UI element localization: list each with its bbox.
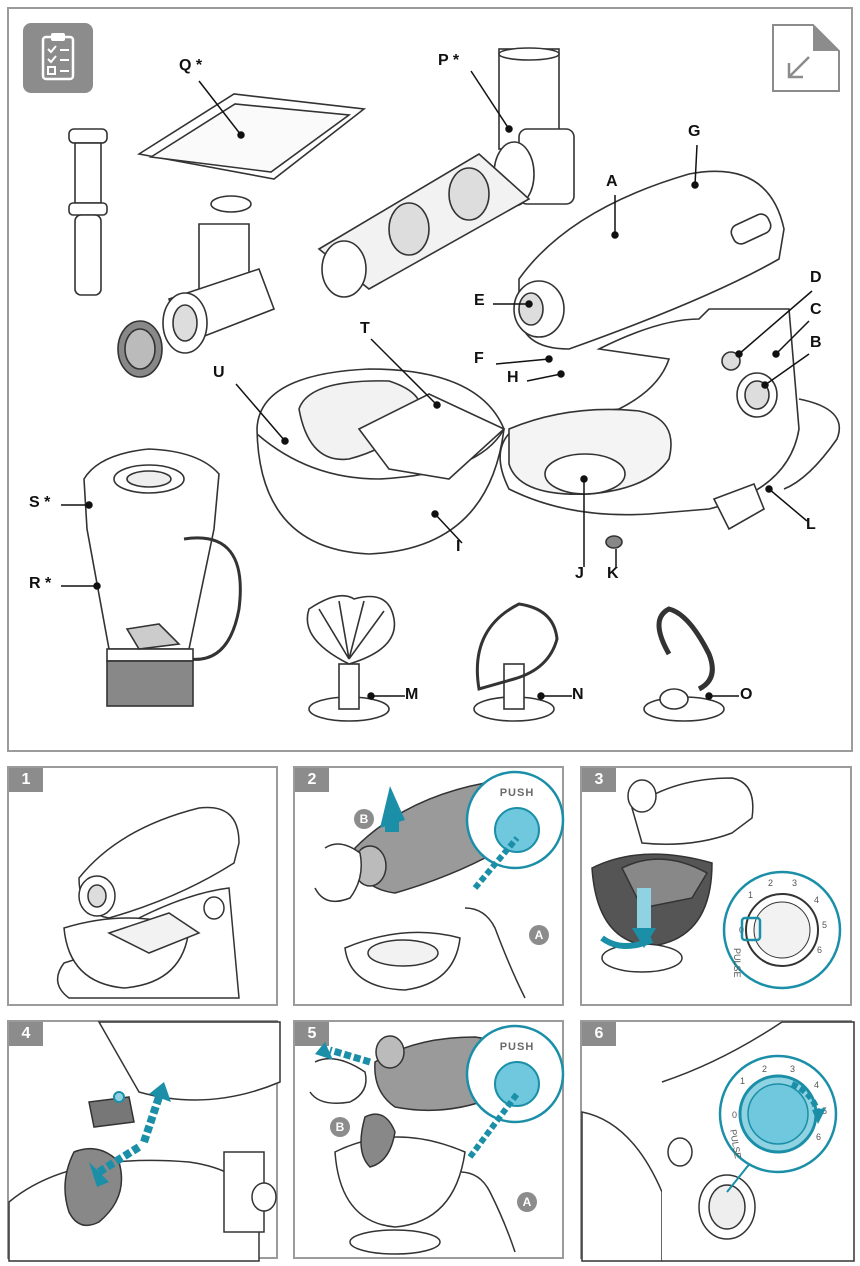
step-number: 1 [9,768,43,792]
label-h: H [507,369,519,386]
svg-text:3: 3 [790,1064,795,1074]
label-u: U [213,364,225,381]
step-number: 6 [582,1022,616,1046]
overview-panel: Q * P * G A D E C T B F H U S * L I J K … [7,7,853,752]
label-o: O [740,686,753,703]
callout-a: A [535,928,544,942]
label-m: M [405,686,419,703]
svg-text:5: 5 [822,1106,827,1116]
label-c: C [810,301,822,318]
label-j: J [575,565,584,582]
blender-jug [83,448,242,707]
clipboard-checklist-icon [23,23,93,93]
step-1-illustration [56,806,240,999]
push-label: PUSH [500,1041,535,1053]
label-r: R * [29,575,52,592]
step-number: 5 [295,1022,329,1046]
svg-text:3: 3 [792,878,797,888]
label-f: F [474,350,484,367]
step-5-panel: 5 B PUSH A [293,1020,565,1259]
label-p: P * [438,52,460,69]
step-4-illustration [8,1021,281,1262]
label-s: S * [29,494,51,511]
mixing-bowl [256,368,506,555]
push-label: PUSH [500,787,535,799]
callout-a: A [523,1195,532,1209]
step-number: 4 [9,1022,43,1046]
appliance-overview-illustration [61,47,841,722]
label-b: B [810,334,822,351]
svg-text:4: 4 [814,1080,819,1090]
svg-text:PULSE: PULSE [732,948,742,978]
step-2-illustration: B PUSH A [314,770,565,999]
grater-attachment [317,47,575,298]
label-a: A [606,173,618,190]
svg-text:6: 6 [817,945,822,955]
food-pusher [68,128,108,296]
callout-b: B [336,1120,345,1134]
label-t: T [360,320,370,337]
step-number: 3 [582,768,616,792]
step-4-panel: 4 [7,1020,281,1262]
svg-text:6: 6 [816,1132,821,1142]
svg-text:5: 5 [822,920,827,930]
label-d: D [810,269,822,286]
label-k: K [607,565,619,582]
dough-hook-attachment [643,606,725,722]
label-i: I [456,538,461,555]
svg-text:1: 1 [740,1076,745,1086]
label-q: Q * [179,57,203,74]
callout-b: B [360,812,369,826]
svg-text:0: 0 [732,1110,737,1120]
label-g: G [688,123,701,140]
svg-text:2: 2 [762,1064,767,1074]
svg-text:1: 1 [748,890,753,900]
step-2-panel: 2 B PUSH A [293,766,565,1006]
step-5-illustration: B PUSH A [309,1024,565,1255]
label-e: E [474,292,485,309]
svg-text:2: 2 [768,878,773,888]
page-corner-arrow-icon [772,24,840,92]
step-1-panel: 1 [7,766,278,1006]
flat-beater-attachment [473,602,559,722]
step-6-panel: 6 0 1 2 3 4 5 6 PULSE [580,1020,855,1262]
step-3-illustration: 0 1 2 3 4 5 6 PULSE [591,777,842,990]
whisk-attachment [306,594,396,722]
step-3-panel: 3 0 1 2 3 4 5 6 PULSE [580,766,852,1006]
meat-grinder-tray [117,93,367,378]
step-6-illustration: 0 1 2 3 4 5 6 PULSE [581,1021,855,1262]
label-l: L [806,516,816,533]
svg-text:4: 4 [814,895,819,905]
label-n: N [572,686,584,703]
step-number: 2 [295,768,329,792]
